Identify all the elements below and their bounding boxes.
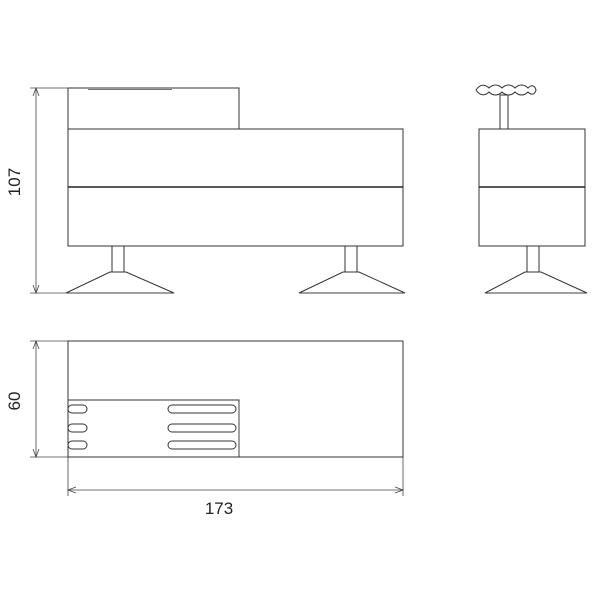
slot xyxy=(67,423,88,433)
front-view xyxy=(65,87,406,294)
side-view-handle xyxy=(475,84,537,130)
top-view-right-slots xyxy=(167,404,237,450)
height-dimension: 107 xyxy=(5,86,68,295)
top-view-left-slots xyxy=(67,404,88,450)
slot xyxy=(67,440,88,450)
slot xyxy=(167,440,237,450)
height-dimension-label: 107 xyxy=(5,168,24,196)
side-view-leg xyxy=(484,245,588,294)
front-view-right-leg xyxy=(298,245,406,294)
width-dimension-label: 173 xyxy=(205,499,233,518)
slot xyxy=(167,423,237,433)
depth-dimension: 60 xyxy=(5,339,68,459)
width-dimension: 173 xyxy=(66,457,405,518)
depth-dimension-label: 60 xyxy=(5,392,24,411)
top-view xyxy=(67,340,404,458)
slot xyxy=(167,404,237,414)
front-view-left-leg xyxy=(65,245,175,294)
side-view xyxy=(475,84,588,294)
front-view-upper-block xyxy=(67,87,240,131)
slot xyxy=(67,404,88,414)
